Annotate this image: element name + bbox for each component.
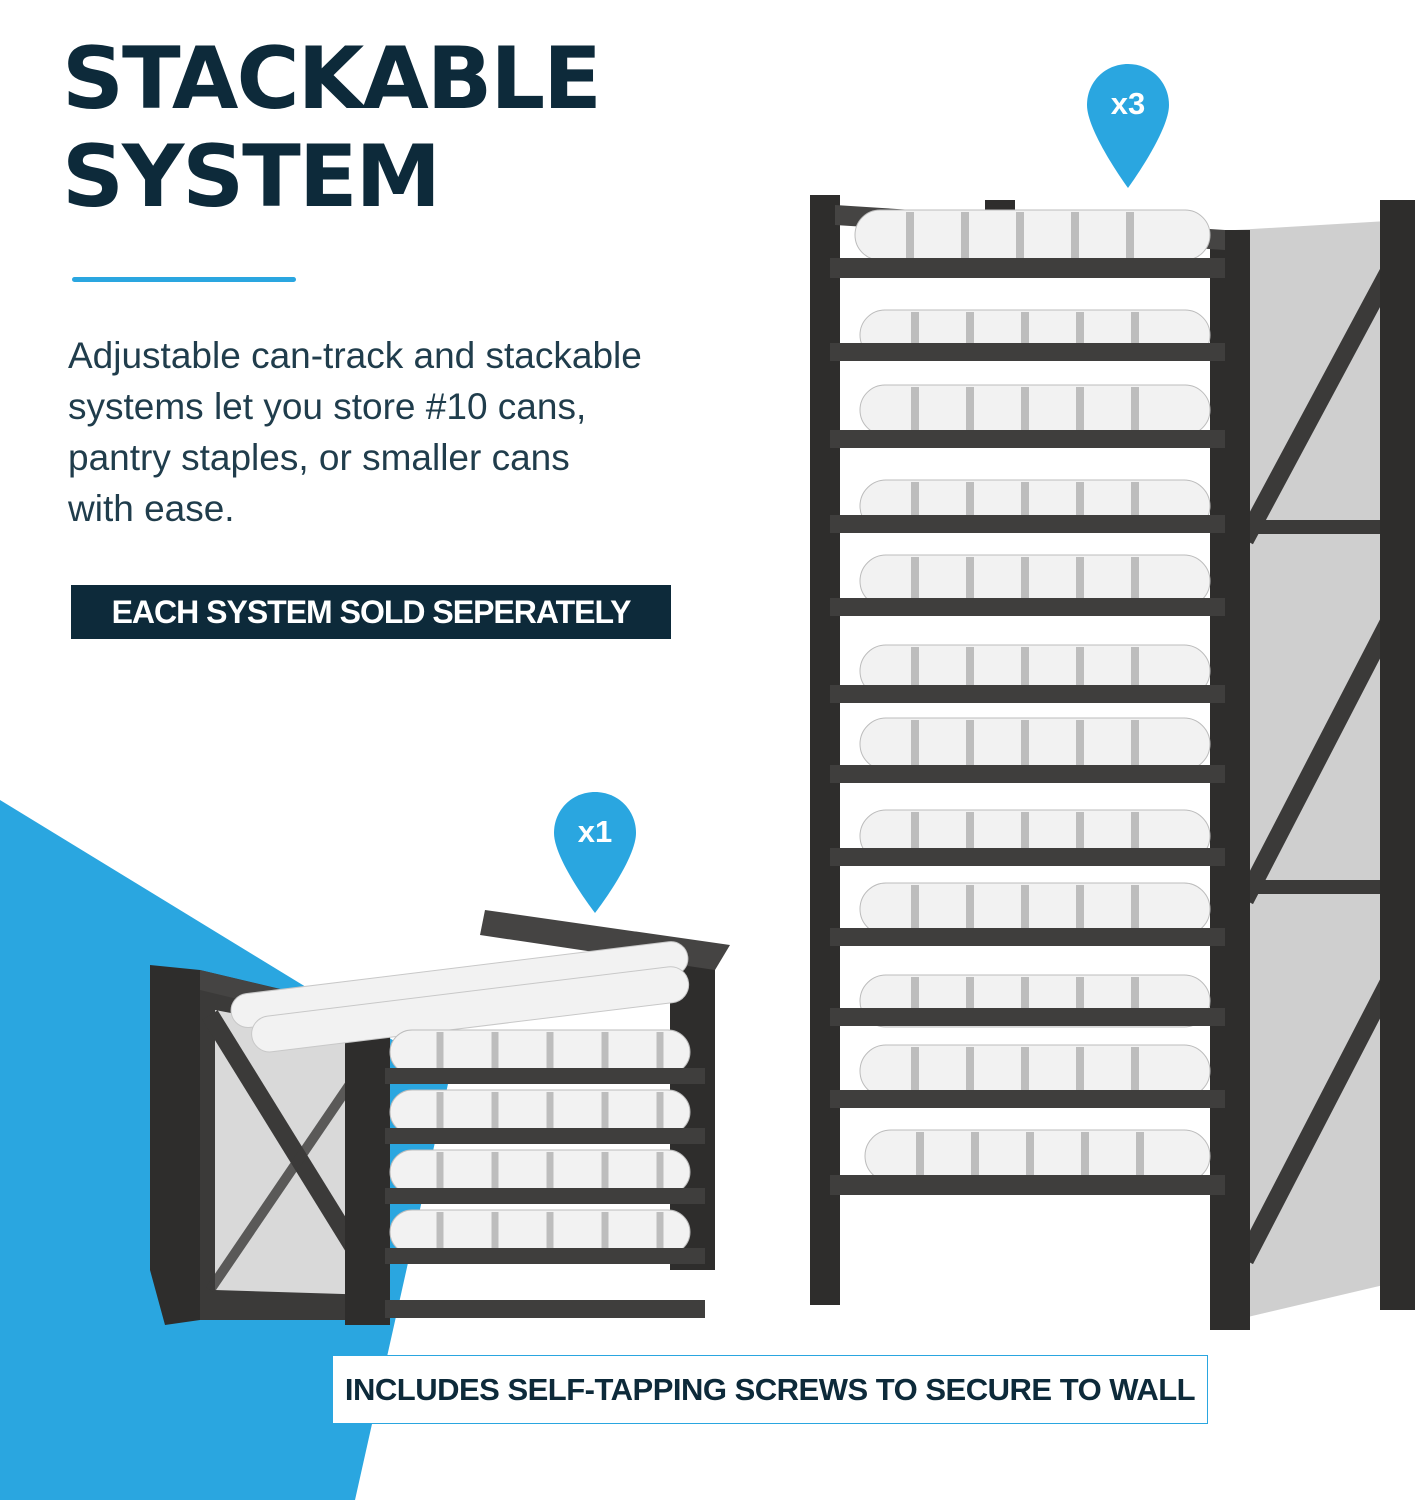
map-pin-icon (554, 792, 636, 913)
description-line-1: Adjustable can-track and stackable (68, 335, 642, 376)
sold-separately-banner: EACH SYSTEM SOLD SEPERATELY (71, 585, 671, 639)
title-line-1: STACKABLE (62, 29, 602, 129)
tall-rack-quantity-pin: x3 (1085, 62, 1171, 190)
description-line-2: systems let you store #10 cans, (68, 386, 587, 427)
description-line-4: with ease. (68, 488, 235, 529)
title-line-2: SYSTEM (62, 127, 441, 227)
accent-divider (72, 277, 296, 282)
map-pin-icon (1087, 64, 1169, 188)
description-text: Adjustable can-track and stackable syste… (68, 330, 708, 534)
description-line-3: pantry staples, or smaller cans (68, 437, 570, 478)
screws-included-banner: INCLUDES SELF-TAPPING SCREWS TO SECURE T… (332, 1355, 1208, 1424)
tall-rack-image (810, 195, 1415, 1330)
tall-rack-quantity-label: x3 (1110, 86, 1146, 121)
small-rack-quantity-pin: x1 (552, 790, 638, 915)
small-rack-quantity-label: x1 (577, 814, 613, 849)
small-rack-image (150, 910, 730, 1325)
